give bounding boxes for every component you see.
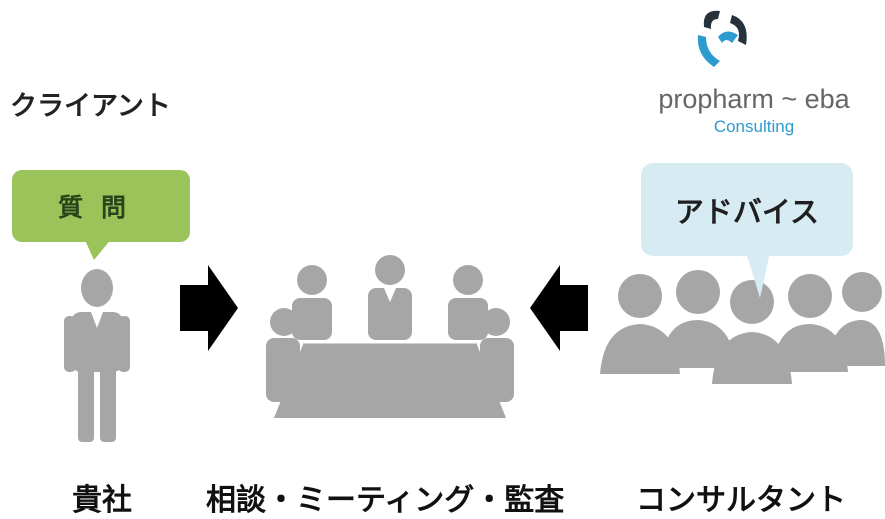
consultant-group-icon — [600, 270, 885, 384]
logo-name: propharm ~ eba — [658, 84, 850, 114]
question-bubble-tail — [84, 238, 112, 260]
propharm-logo-icon — [697, 10, 747, 67]
advice-label: アドバイス — [674, 194, 820, 229]
question-label: 質問 — [57, 193, 144, 222]
arrow-left-icon — [530, 265, 588, 351]
meeting-label: 相談・ミーティング・監査 — [206, 483, 565, 518]
meeting-table-icon — [266, 255, 514, 418]
logo-subtitle: Consulting — [713, 117, 795, 136]
advice-bubble: アドバイス — [641, 163, 853, 256]
client-title: クライアント — [10, 91, 171, 122]
client-person-icon — [64, 269, 130, 442]
arrow-right-icon — [180, 265, 238, 351]
consultant-label: コンサルタント — [636, 483, 846, 518]
question-bubble: 質問 — [12, 170, 190, 242]
company-label: 貴社 — [72, 483, 132, 518]
advice-bubble-tail — [746, 252, 770, 298]
